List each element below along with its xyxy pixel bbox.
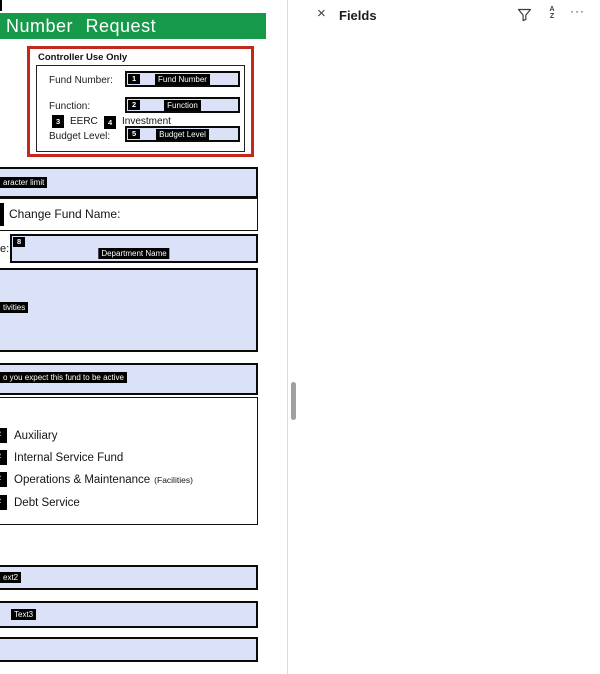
scrollbar-thumb[interactable] (291, 382, 296, 420)
fund-type-label: Internal Service Fund (14, 452, 124, 464)
checkbox-field-badge[interactable]: 2 (0, 428, 7, 443)
checkbox-field-badge[interactable]: 2 (0, 472, 7, 487)
department-name-field[interactable]: 8 Department Name (10, 234, 258, 263)
field-name-overlay: o you expect this fund to be active (0, 372, 127, 383)
fund-type-label: Auxiliary (14, 430, 58, 442)
department-name-label-fragment: e: (0, 243, 10, 255)
fund-active-duration-field[interactable]: o you expect this fund to be active (0, 363, 258, 395)
budget-level-field[interactable]: 5 Budget Level (125, 126, 240, 142)
form-title: Number Request (6, 15, 157, 36)
field-name-overlay: Function (164, 99, 201, 111)
fund-type-row-auxiliary[interactable]: 2 Auxiliary (0, 427, 57, 445)
fund-number-field[interactable]: 1 Fund Number (125, 71, 240, 87)
close-icon[interactable]: × (317, 5, 326, 22)
sort-z-glyph: Z (549, 13, 555, 20)
field-name-overlay: Budget Level (156, 128, 209, 140)
field-name-overlay: Department Name (98, 248, 170, 259)
function-label: Function: (49, 101, 91, 112)
tab-order-badge: 8 (13, 237, 26, 247)
pdf-form-page: Number Request Controller Use Only Fund … (0, 0, 287, 674)
fund-type-label: Operations & Maintenance (14, 474, 151, 486)
green-title-banner: Number Request (0, 13, 266, 39)
field-name-overlay: tivities (0, 302, 29, 313)
sort-az-icon[interactable]: A Z (545, 6, 559, 20)
function-field[interactable]: 2 Function (125, 97, 240, 113)
fund-title-field[interactable]: aracter limit (0, 167, 258, 198)
field-name-overlay: Fund Number (155, 73, 210, 85)
budget-level-label: Budget Level: (49, 131, 111, 142)
fund-type-label: Debt Service (14, 497, 80, 509)
sort-a-glyph: A (549, 6, 555, 13)
fund-type-row-debt-service[interactable]: 2 Debt Service (0, 494, 80, 512)
fund-type-row-operations[interactable]: 2 Operations & Maintenance (Facilities) (0, 471, 193, 489)
tab-order-badge: 2 (128, 100, 141, 110)
panel-divider (287, 0, 288, 674)
text3-field[interactable]: Text3 (0, 601, 258, 628)
change-fund-name-row (0, 198, 258, 231)
cropped-field-badge (0, 203, 4, 226)
investment-label: Investment (122, 116, 171, 127)
checkbox-field-badge[interactable]: 2 (0, 495, 7, 510)
eerc-checkbox-badge[interactable]: 3 (52, 115, 65, 128)
fund-type-note: (Facilities) (154, 475, 193, 485)
checkbox-field-badge[interactable]: 2 (0, 450, 7, 465)
field-name-overlay: ext2 (0, 572, 22, 583)
filter-icon[interactable] (517, 8, 532, 27)
controller-inner-box (36, 65, 245, 152)
tab-order-badge: 1 (128, 74, 141, 84)
change-fund-name-label: Change Fund Name: (9, 207, 121, 221)
bottom-empty-field[interactable] (0, 637, 258, 662)
controller-heading: Controller Use Only (37, 52, 132, 63)
field-name-overlay: aracter limit (0, 177, 48, 188)
more-options-icon[interactable]: ··· (570, 4, 585, 18)
tab-order-badge: 5 (128, 129, 141, 139)
panel-title: Fields (339, 8, 377, 23)
describe-fund-activities-field[interactable]: tivities (0, 268, 258, 352)
eerc-label: EERC (70, 116, 98, 127)
fund-type-section-box (0, 397, 258, 525)
fund-number-label: Fund Number: (49, 75, 113, 86)
investment-checkbox-badge[interactable]: 4 (104, 116, 117, 129)
text2-field[interactable]: ext2 (0, 565, 258, 590)
cropped-element-edge (0, 0, 2, 11)
fields-panel: × Fields A Z ··· Page 1 TIFund NumberTIF… (300, 0, 600, 674)
fund-type-row-internal-service[interactable]: 2 Internal Service Fund (0, 449, 123, 467)
field-name-overlay: Text3 (11, 609, 37, 620)
